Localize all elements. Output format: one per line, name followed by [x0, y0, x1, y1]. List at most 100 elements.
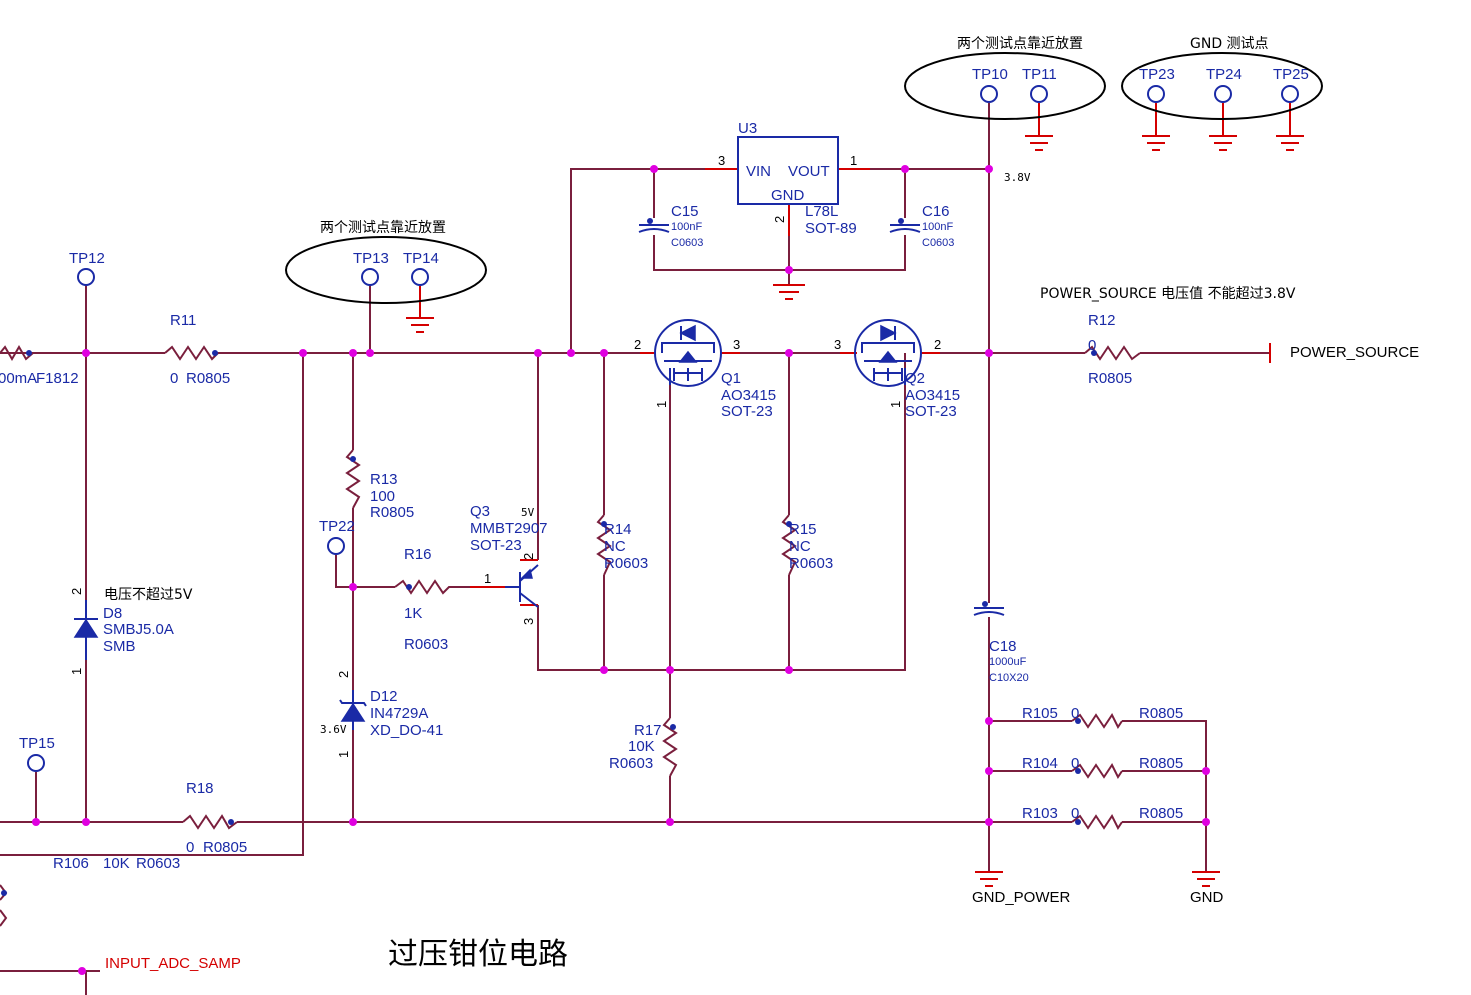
r18: R18 0 R0805 — [182, 780, 247, 856]
pin-lines — [470, 168, 1271, 606]
q1-pin-left: 2 — [634, 337, 641, 352]
r13-package: R0805 — [370, 504, 414, 521]
u3-value: L78L — [805, 203, 838, 220]
u3-package: SOT-89 — [805, 220, 857, 237]
note-tp13: 两个测试点靠近放置 — [320, 220, 446, 236]
tp11: TP11 — [1022, 66, 1057, 136]
r105-value: 0 — [1071, 705, 1079, 722]
tp23: TP23 — [1139, 66, 1175, 136]
c18-package: C10X20 — [989, 672, 1029, 684]
d8-ref: D8 — [103, 605, 122, 622]
r16: R16 1K R0603 — [394, 546, 455, 653]
tp12: TP12 — [69, 250, 105, 286]
net-gnd: GND — [1190, 889, 1224, 906]
c16-package: C0603 — [922, 237, 954, 249]
r104-value: 0 — [1071, 755, 1079, 772]
q2-value: AO3415 — [905, 387, 960, 404]
note-d8: 电压不超过5V — [104, 587, 193, 603]
q2-package: SOT-23 — [905, 403, 957, 420]
r14: R14 NC R0603 — [596, 514, 648, 576]
r12-package: R0805 — [1088, 370, 1132, 387]
tp12-label: TP12 — [69, 250, 105, 267]
fuse-value: 00mA — [0, 370, 37, 387]
tp10: TP10 — [972, 66, 1008, 110]
q1-ref: Q1 — [721, 370, 741, 387]
net-labels: POWER_SOURCE GND_POWER GND INPUT_ADC_SAM… — [0, 344, 1419, 995]
q2-pin-left: 3 — [834, 337, 841, 352]
r104-ref: R104 — [1022, 755, 1058, 772]
test-points: TP10 TP11 TP12 TP13 TP14 TP15 TP22 — [19, 66, 1309, 772]
r103-package: R0805 — [1139, 805, 1183, 822]
tp13: TP13 — [353, 250, 389, 286]
r11-ref: R11 — [170, 312, 196, 329]
c18-value: 1000uF — [989, 656, 1027, 668]
note-tp10: 两个测试点靠近放置 — [957, 36, 1083, 52]
q2-pin-right: 2 — [934, 337, 941, 352]
fuse: 00mA F1812 — [0, 345, 79, 387]
tp14: TP14 — [403, 250, 439, 318]
c15-package: C0603 — [671, 237, 703, 249]
tp23-label: TP23 — [1139, 66, 1175, 83]
ground-symbol — [1025, 135, 1053, 151]
r105-package: R0805 — [1139, 705, 1183, 722]
r15-ref: R15 — [789, 521, 817, 538]
capacitors: C15 100nF C0603 C16 100nF C0603 C18 1000… — [638, 203, 1029, 684]
q2-mosfet: Q2 AO3415 SOT-23 3 2 1 — [834, 319, 960, 420]
q1-package: SOT-23 — [721, 403, 773, 420]
d8-diode: D8 SMBJ5.0A SMB 2 1 — [69, 588, 174, 675]
fuse-package: F1812 — [36, 370, 79, 387]
ground-symbol — [1276, 135, 1304, 151]
tp25: TP25 — [1273, 66, 1309, 136]
ground-symbols — [406, 135, 1304, 887]
note-3v8: 3.8V — [1004, 171, 1031, 184]
net-power-source: POWER_SOURCE — [1290, 344, 1419, 361]
r18-ref: R18 — [186, 780, 214, 797]
r106-package: R0603 — [136, 855, 180, 872]
r13-ref: R13 — [370, 471, 398, 488]
q1-value: AO3415 — [721, 387, 776, 404]
d12-pin-bottom: 1 — [336, 751, 351, 758]
r14-value: NC — [604, 538, 626, 555]
r17-ref: R17 — [634, 722, 662, 739]
tp24-label: TP24 — [1206, 66, 1242, 83]
d8-pin-bottom: 1 — [69, 668, 84, 675]
r17-value: 10K — [628, 738, 655, 755]
d8-value: SMBJ5.0A — [103, 621, 174, 638]
r15: R15 NC R0603 — [781, 514, 833, 576]
r105-ref: R105 — [1022, 705, 1058, 722]
r15-package: R0603 — [789, 555, 833, 572]
d12-diode: D12 IN4729A XD_DO-41 2 1 — [336, 671, 443, 758]
c16-value: 100nF — [922, 221, 953, 233]
wires — [0, 110, 1270, 872]
r104-package: R0805 — [1139, 755, 1183, 772]
q2-pin-gate: 1 — [888, 401, 903, 408]
d8-pin-top: 2 — [69, 588, 84, 595]
r13-value: 100 — [370, 488, 395, 505]
q3-pin-e: 3 — [521, 618, 536, 625]
r16-ref: R16 — [404, 546, 432, 563]
d8-package: SMB — [103, 638, 136, 655]
r106-ref: R106 — [53, 855, 89, 872]
net-input-adc-samp: INPUT_ADC_SAMP — [105, 955, 241, 972]
junctions — [32, 165, 1210, 975]
ground-symbol — [975, 871, 1003, 887]
note-gnd-tp: GND 测试点 — [1190, 36, 1269, 52]
r17-package: R0603 — [609, 755, 653, 772]
d12-ref: D12 — [370, 688, 398, 705]
r18-package: R0805 — [203, 839, 247, 856]
c16-ref: C16 — [922, 203, 950, 220]
u3-pin-vin: 3 — [718, 153, 725, 168]
net-gnd-power: GND_POWER — [972, 889, 1071, 906]
r106-value: 10K — [103, 855, 130, 872]
u3-vout: VOUT — [788, 163, 830, 180]
q3-package: SOT-23 — [470, 537, 522, 554]
tp14-label: TP14 — [403, 250, 439, 267]
c15-value: 100nF — [671, 221, 702, 233]
r16-value: 1K — [404, 605, 422, 622]
q2-ref: Q2 — [905, 370, 925, 387]
u3-regulator: U3 VIN VOUT GND L78L SOT-89 3 1 2 — [718, 120, 857, 237]
tp22: TP22 — [319, 518, 355, 555]
q1-pin-gate: 1 — [654, 401, 669, 408]
c15: C15 100nF C0603 — [638, 203, 703, 249]
